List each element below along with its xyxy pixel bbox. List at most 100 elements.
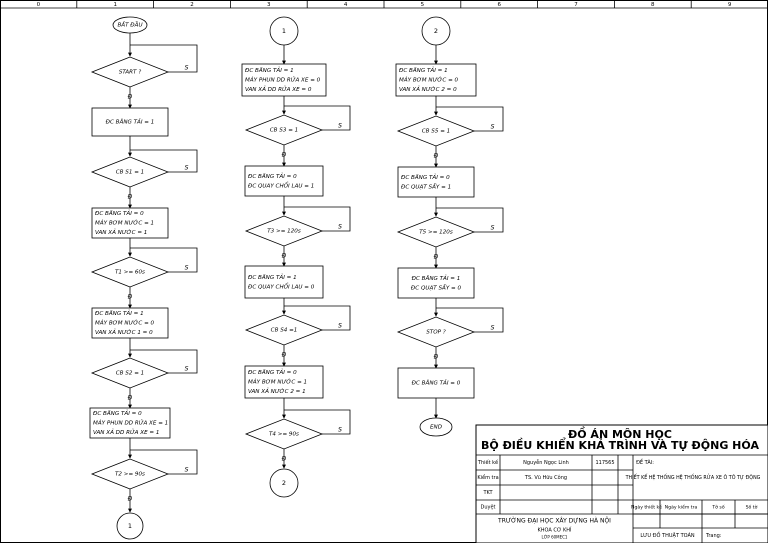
ruler-label: 9 <box>728 2 732 8</box>
process-box-10-line: ĐC BĂNG TẢI = 0 <box>401 173 450 181</box>
s5-decision-loop <box>436 106 504 132</box>
start-decision-label: START ? <box>119 70 141 76</box>
no-label: S <box>338 123 342 130</box>
t1-decision-label: T1 >= 60s <box>115 270 145 276</box>
s1-decision-label: CB S1 = 1 <box>116 170 144 176</box>
ruler-label: 8 <box>651 2 655 8</box>
designer-id: 117565 <box>595 460 614 466</box>
ruler-label: 1 <box>113 2 117 8</box>
no-label: S <box>338 323 342 330</box>
sheets-header: Số tờ <box>746 504 758 511</box>
no-label: S <box>185 366 189 373</box>
process-box-6 <box>244 165 324 197</box>
class-name: LỚP 60MEC1 <box>542 535 568 540</box>
s1-decision-loop <box>130 149 198 173</box>
s4-decision-loop <box>284 305 351 331</box>
faculty-name: KHOA CƠ KHÍ <box>537 527 572 534</box>
process-box-7-line: ĐC QUAY CHỔI LAU = 0 <box>248 282 315 290</box>
process-box-7 <box>244 265 324 299</box>
process-box-4-line: ĐC BĂNG TẢI = 0 <box>93 409 142 417</box>
t4-decision-label: T4 >= 90s <box>269 432 299 438</box>
connector-2-out <box>269 468 299 498</box>
no-label: S <box>338 224 342 231</box>
ruler-label: 6 <box>497 2 501 8</box>
no-label: S <box>338 427 342 434</box>
t5-decision-loop <box>436 207 504 233</box>
end-terminal <box>419 417 453 437</box>
process-box-2-line: ĐC BĂNG TẢI = 0 <box>95 209 144 217</box>
process-box-12-line: ĐC BĂNG TẢI = 0 <box>412 379 461 387</box>
title-line-1: ĐỒ ÁN MÔN HỌC <box>568 426 672 441</box>
process-box-8 <box>244 365 324 399</box>
process-box-9-line: ĐC BĂNG TẢI = 1 <box>399 66 448 74</box>
process-box-5-line: VAN XẢ DD RỬA XE = 0 <box>245 85 312 93</box>
no-label: S <box>185 165 189 172</box>
date-design-header: Ngày thiết kế <box>631 504 662 511</box>
process-box-2-line: VAN XẢ NƯỚC = 1 <box>95 228 147 236</box>
start-terminal-label: BẮT ĐẦU <box>117 21 142 29</box>
no-label: S <box>491 225 495 232</box>
process-box-10 <box>397 166 475 198</box>
process-box-8-line: VAN XẢ NƯỚC 2 = 1 <box>248 387 306 395</box>
ruler-label: 3 <box>267 2 271 8</box>
title-line-2: BỘ ĐIỀU KHIỂN KHẢ TRÌNH VÀ TỰ ĐỘNG HÓA <box>481 437 759 452</box>
process-box-3-line: ĐC BĂNG TẢI = 1 <box>95 309 144 317</box>
process-box-3-line: VAN XẢ NƯỚC 1 = 0 <box>95 328 153 336</box>
connector-2-in-label: 2 <box>434 27 438 35</box>
end-terminal-label: END <box>430 425 443 431</box>
no-label: S <box>185 65 189 72</box>
connector-2-out-label: 2 <box>282 479 286 487</box>
process-box-4-line: MÁY PHUN DD RỬA XE = 1 <box>93 419 168 427</box>
ruler-label: 2 <box>190 2 194 8</box>
checker-label: Kiểm tra <box>477 474 498 481</box>
ruler-label: 5 <box>421 2 425 8</box>
process-box-9 <box>395 63 477 97</box>
t4-decision-loop <box>284 409 351 435</box>
process-box-2 <box>91 207 169 239</box>
process-box-10-line: ĐC QUẠT SẤY = 1 <box>401 182 451 190</box>
approve-label: Duyệt <box>480 504 495 511</box>
process-box-8-line: ĐC BĂNG TẢI = 0 <box>248 368 297 376</box>
t1-decision-loop <box>130 247 198 273</box>
process-box-7-line: ĐC BĂNG TẢI = 1 <box>248 273 297 281</box>
process-box-9-line: MÁY BƠM NƯỚC = 0 <box>399 77 459 84</box>
t5-decision-label: T5 >= 120s <box>419 230 453 236</box>
page-label: Trang: <box>705 533 722 539</box>
designer-name: Nguyễn Ngọc Linh <box>523 459 569 466</box>
s3-decision-label: CB S3 = 1 <box>270 128 298 134</box>
s3-decision-loop <box>284 105 351 131</box>
s5-decision-label: CB S5 = 1 <box>422 129 450 135</box>
process-box-5-line: ĐC BĂNG TẢI = 1 <box>245 66 294 74</box>
s2-decision-loop <box>130 349 198 374</box>
topic-label: ĐỀ TÀI: <box>636 458 654 466</box>
s4-decision-label: CB S4 =1 <box>271 328 298 334</box>
process-box-11 <box>397 267 475 299</box>
tkt-label: TKT <box>483 490 494 496</box>
process-box-11-line: ĐC BĂNG TẢI = 1 <box>412 274 461 282</box>
school-name: TRƯỜNG ĐẠI HỌC XÂY DỰNG HÀ NỘI <box>497 518 611 525</box>
topic-text: THIẾT KẾ HỆ THỐNG HỆ THỐNG RỬA XE Ô TÔ T… <box>625 473 761 481</box>
connector-1-out <box>116 512 144 540</box>
drawing-name: LƯU ĐỒ THUẬT TOÁN <box>640 530 695 539</box>
process-box-9-line: VAN XẢ NƯỚC 2 = 0 <box>399 85 457 93</box>
process-box-2-line: MÁY BƠM NƯỚC = 1 <box>95 220 154 227</box>
process-box-5 <box>241 63 327 97</box>
t2-decision-loop <box>130 449 198 475</box>
process-box-11-line: ĐC QUẠT SẤY = 0 <box>411 283 462 291</box>
process-box-4 <box>89 407 171 439</box>
process-box-4-line: VAN XẢ DD RỬA XE = 1 <box>93 428 159 436</box>
process-box-1-line: ĐC BĂNG TẢI = 1 <box>106 118 155 126</box>
date-check-header: Ngày kiểm tra <box>665 504 698 511</box>
stop-decision-label: STOP ? <box>426 330 446 336</box>
t3-decision-label: T3 >= 120s <box>267 229 301 235</box>
start-decision-loop <box>130 44 198 73</box>
process-box-6-line: ĐC BĂNG TẢI = 0 <box>248 172 297 180</box>
ruler-label: 0 <box>37 2 41 8</box>
process-box-12 <box>397 367 475 399</box>
no-label: S <box>185 467 189 474</box>
connector-1-in-label: 1 <box>282 27 286 35</box>
process-box-6-line: ĐC QUAY CHỔI LAU = 1 <box>248 181 314 189</box>
